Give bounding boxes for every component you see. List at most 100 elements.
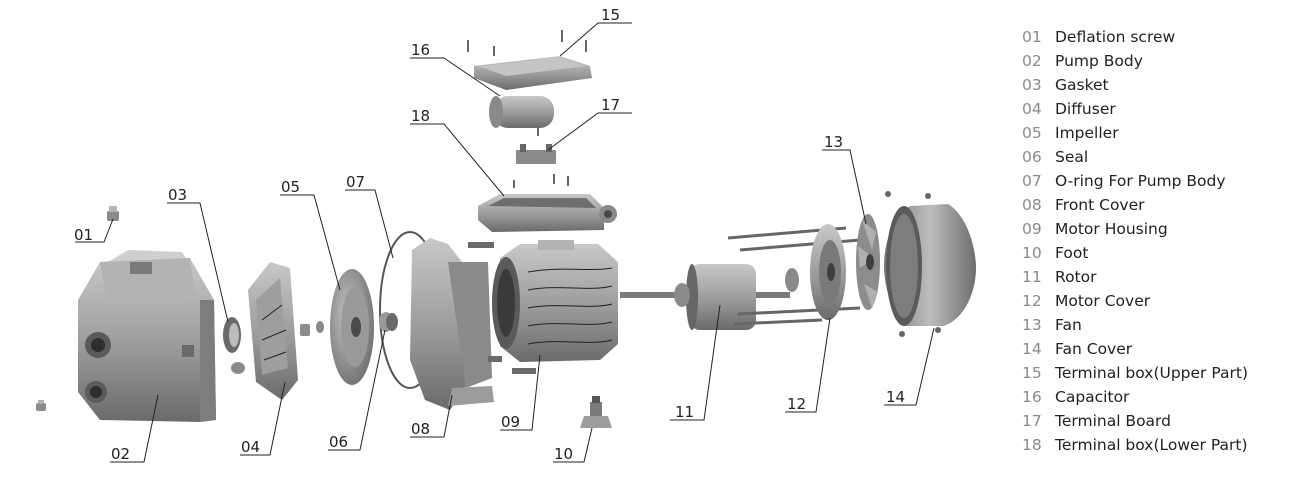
legend-item: 17 Terminal Board <box>1022 409 1290 433</box>
leader-07 <box>345 189 394 259</box>
legend-item: 12 Motor Cover <box>1022 289 1290 313</box>
leader-05 <box>280 194 341 291</box>
callout-01: 01 <box>74 226 93 244</box>
legend-item: 03 Gasket <box>1022 73 1290 97</box>
part-gasket <box>223 317 245 374</box>
part-capacitor <box>489 96 554 128</box>
legend-item-number: 12 <box>1022 292 1042 310</box>
legend-item-label: Pump Body <box>1055 52 1143 70</box>
callout-10: 10 <box>554 445 573 463</box>
legend-item-number: 07 <box>1022 172 1042 190</box>
legend-item: 15 Terminal box(Upper Part) <box>1022 361 1290 385</box>
legend-item-number: 10 <box>1022 244 1042 262</box>
legend-item-label: Fan Cover <box>1055 340 1133 358</box>
legend-item-label: Foot <box>1055 244 1089 262</box>
part-fan <box>856 214 880 310</box>
callout-15: 15 <box>601 6 620 24</box>
part-front-cover <box>410 238 502 410</box>
callout-12: 12 <box>787 395 806 413</box>
legend-item: 01 Deflation screw <box>1022 25 1290 49</box>
legend-item: 13 Fan <box>1022 313 1290 337</box>
leader-lines <box>75 22 935 463</box>
part-rotor <box>620 264 799 330</box>
callout-08: 08 <box>411 420 430 438</box>
legend-item-label: Rotor <box>1055 268 1097 286</box>
legend-item-number: 18 <box>1022 436 1042 454</box>
callout-13: 13 <box>824 133 843 151</box>
legend-item-number: 01 <box>1022 28 1042 46</box>
legend-item-number: 05 <box>1022 124 1042 142</box>
leader-01 <box>75 218 114 243</box>
leader-12 <box>785 317 831 413</box>
legend-item: 18 Terminal box(Lower Part) <box>1022 433 1290 457</box>
part-deflation-screw <box>36 206 119 411</box>
legend-item-number: 17 <box>1022 412 1042 430</box>
part-motor-housing <box>492 240 618 374</box>
part-pump-body <box>78 250 216 422</box>
legend-item-number: 11 <box>1022 268 1042 286</box>
callout-07: 07 <box>346 173 365 191</box>
leader-08 <box>410 394 453 438</box>
legend-item-number: 13 <box>1022 316 1042 334</box>
part-impeller <box>316 269 374 385</box>
legend-item-label: Deflation screw <box>1055 28 1176 46</box>
part-fan-cover <box>884 191 976 337</box>
legend-item-label: Diffuser <box>1055 100 1116 118</box>
leader-10 <box>553 427 593 463</box>
legend-item: 04 Diffuser <box>1022 97 1290 121</box>
legend-item: 08 Front Cover <box>1022 193 1290 217</box>
callout-18: 18 <box>411 107 430 125</box>
part-terminal-box-upper <box>467 30 592 90</box>
callout-11: 11 <box>675 403 694 421</box>
legend-item-number: 04 <box>1022 100 1042 118</box>
part-terminal-box-lower <box>478 174 617 232</box>
legend-item-label: Seal <box>1055 148 1089 166</box>
part-motor-cover <box>727 224 861 326</box>
callout-04: 04 <box>241 438 260 456</box>
legend-item-label: O-ring For Pump Body <box>1055 172 1226 190</box>
legend-item-label: Terminal Board <box>1055 412 1171 430</box>
legend-item-label: Fan <box>1055 316 1082 334</box>
part-diffuser <box>248 262 310 400</box>
callout-05: 05 <box>281 178 300 196</box>
legend-item-number: 03 <box>1022 76 1042 94</box>
leader-04 <box>240 381 286 456</box>
legend-item: 10 Foot <box>1022 241 1290 265</box>
leader-11 <box>670 304 721 421</box>
legend-item-number: 15 <box>1022 364 1042 382</box>
legend-item-number: 02 <box>1022 52 1042 70</box>
legend-item: 14 Fan Cover <box>1022 337 1290 361</box>
leader-18 <box>410 123 505 197</box>
legend-item-label: Terminal box(Upper Part) <box>1055 364 1249 382</box>
legend-item-number: 08 <box>1022 196 1042 214</box>
legend-item-label: Impeller <box>1055 124 1119 142</box>
part-terminal-board <box>516 128 556 164</box>
leader-06 <box>328 329 386 451</box>
legend-item-label: Front Cover <box>1055 196 1145 214</box>
legend-item: 05 Impeller <box>1022 121 1290 145</box>
leader-16 <box>410 57 501 97</box>
legend-item-label: Capacitor <box>1055 388 1130 406</box>
callout-02: 02 <box>111 445 130 463</box>
callout-17: 17 <box>601 96 620 114</box>
leader-13 <box>822 149 867 225</box>
callout-labels: 01 02 03 04 05 06 07 08 09 10 11 12 13 1… <box>74 6 905 463</box>
legend-item-label: Terminal box(Lower Part) <box>1055 436 1248 454</box>
legend-item: 02 Pump Body <box>1022 49 1290 73</box>
parts-legend: 01 Deflation screw 02 Pump Body 03 Gasket 04 Di… <box>1022 25 1290 457</box>
legend-item-label: Gasket <box>1055 76 1109 94</box>
legend-item-number: 14 <box>1022 340 1042 358</box>
callout-16: 16 <box>411 41 430 59</box>
leader-14 <box>884 327 935 406</box>
legend-item-label: Motor Housing <box>1055 220 1168 238</box>
leader-09 <box>500 354 541 431</box>
legend-item: 07 O-ring For Pump Body <box>1022 169 1290 193</box>
leader-17 <box>547 112 632 151</box>
leader-02 <box>110 394 159 463</box>
leader-15 <box>559 22 632 57</box>
legend-item-label: Motor Cover <box>1055 292 1151 310</box>
